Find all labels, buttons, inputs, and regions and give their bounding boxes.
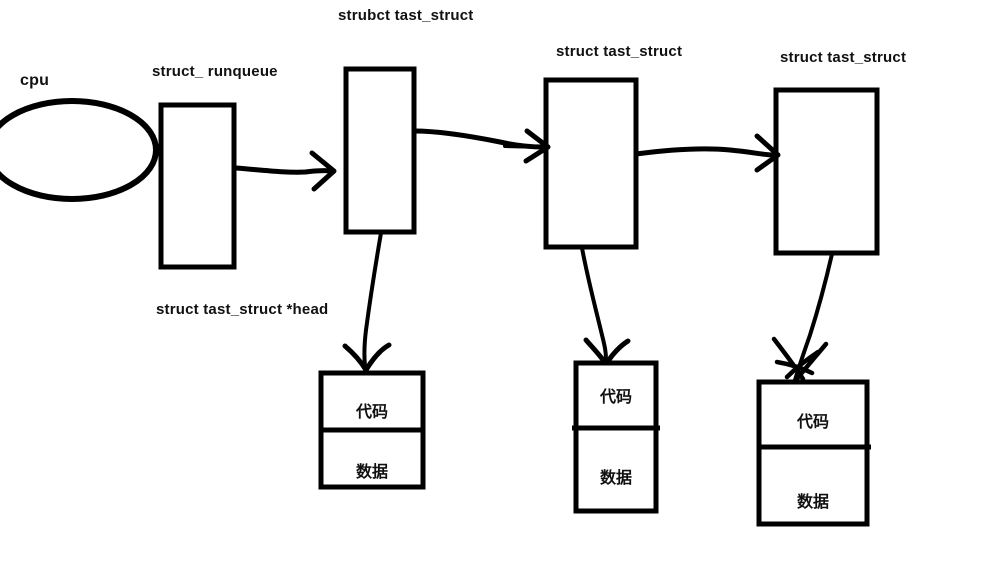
memory-block-1-code-label: 代码 <box>355 404 388 421</box>
memory-block-2-code-label: 代码 <box>599 389 632 406</box>
task-struct-box-1 <box>343 66 417 235</box>
arrow-task2-to-memory2 <box>580 246 608 362</box>
arrow-task2-to-task3 <box>633 146 776 158</box>
arrowhead-task1-to-task2-extra <box>503 144 547 149</box>
memory-block-2-data-label: 数据 <box>599 470 632 487</box>
arrowhead-task3-to-memory3 <box>771 336 829 383</box>
cpu-label: cpu <box>20 72 50 89</box>
task-struct-2-label: struct tast_struct <box>556 43 683 60</box>
cpu-ellipse <box>0 98 159 202</box>
arrowhead-task2-to-task3 <box>754 133 781 173</box>
task-struct-3-label: struct tast_struct <box>780 49 907 66</box>
runqueue-label: struct_ runqueue <box>152 63 278 80</box>
arrow-task1-to-memory1 <box>362 231 383 368</box>
memory-block-3 <box>756 379 870 527</box>
arrow-runqueue-to-task1 <box>233 165 334 175</box>
task-struct-box-3 <box>773 87 880 256</box>
memory-block-3-code-label: 代码 <box>796 414 829 431</box>
memory-block-2 <box>573 360 659 514</box>
memory-block-3-data-label: 数据 <box>796 494 829 511</box>
task-struct-1-label: strubct tast_struct <box>338 7 474 24</box>
arrowhead-runqueue-to-task1 <box>309 150 337 192</box>
runqueue-box <box>158 102 237 270</box>
head-pointer-label: struct tast_struct *head <box>156 301 329 318</box>
arrowhead-task1-to-memory1 <box>342 342 392 373</box>
task-struct-box-2 <box>543 77 639 250</box>
memory-block-1-data-label: 数据 <box>355 464 388 481</box>
arrowhead-task1-to-task2 <box>523 128 551 164</box>
